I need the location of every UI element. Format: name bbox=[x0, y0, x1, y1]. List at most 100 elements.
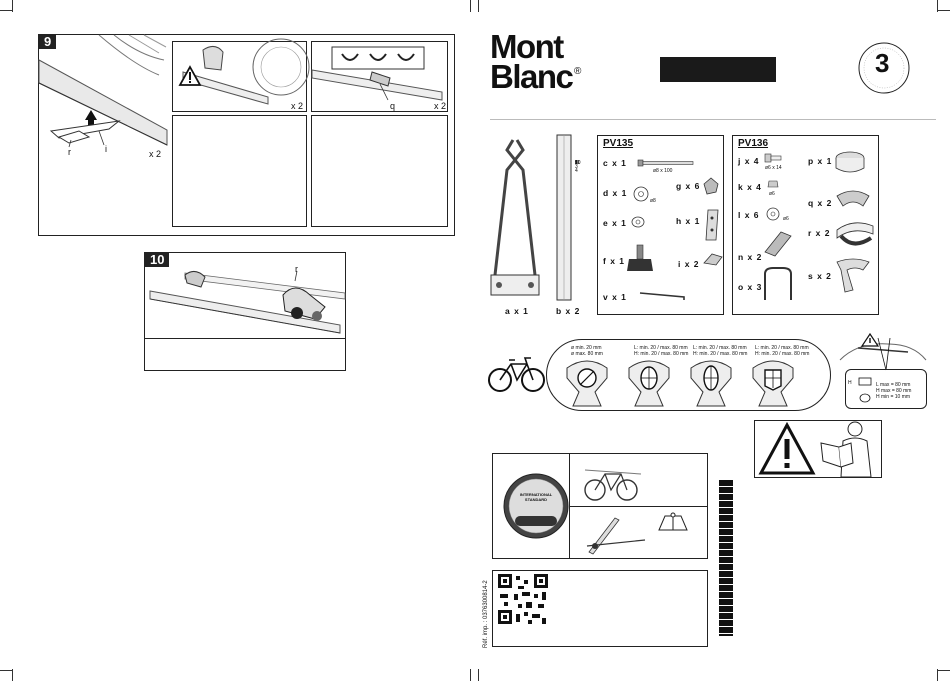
tick-2: 2 bbox=[575, 160, 578, 166]
part-b-drawing bbox=[556, 134, 572, 301]
screw-icon bbox=[764, 153, 782, 163]
crop-mark bbox=[938, 670, 950, 671]
tick-1: 1 bbox=[575, 160, 578, 166]
part-p-label: p x 1 bbox=[808, 156, 833, 166]
part-a-drawing bbox=[490, 139, 540, 296]
crop-mark bbox=[937, 0, 938, 12]
part-v-label: v x 1 bbox=[603, 292, 627, 302]
step-9-label-r: r bbox=[68, 147, 71, 157]
brand-line-2: Blanc bbox=[490, 58, 574, 95]
print-reference: Réf. imp. : 0376300814-2 bbox=[483, 580, 489, 648]
wedge-icon bbox=[703, 253, 723, 266]
clamp-jaw-icon bbox=[836, 190, 870, 207]
international-standard-badge bbox=[503, 473, 569, 539]
tick-7: 7 bbox=[575, 160, 578, 166]
brand-line-1: Mont bbox=[490, 28, 564, 65]
bicycle-icon bbox=[488, 357, 545, 392]
crop-mark bbox=[938, 10, 950, 11]
part-l-spec: ø6 bbox=[783, 216, 789, 222]
read-instructions-panel bbox=[754, 420, 882, 478]
standard-divider-h bbox=[569, 506, 707, 507]
standard-badge-line1: INTERNATIONAL bbox=[519, 492, 553, 497]
bolt-icon bbox=[637, 159, 694, 167]
strap-icon bbox=[836, 222, 874, 246]
subpanel-b-multiplier: x 2 bbox=[434, 101, 447, 111]
guarantee-number: 3 bbox=[875, 48, 890, 78]
step-9-subpanel-d bbox=[311, 115, 448, 227]
part-c-label: c x 1 bbox=[603, 158, 627, 168]
allen-key-icon bbox=[639, 292, 685, 300]
standard-panel: INTERNATIONAL STANDARD bbox=[492, 453, 708, 559]
frame-spec-3-line1: L: min. 20 / max. 80 mm bbox=[693, 345, 747, 351]
part-o-label: o x 3 bbox=[738, 282, 763, 292]
part-r-label: r x 2 bbox=[808, 228, 831, 238]
frame-spec-4-line2: H: min. 20 / max. 80 mm bbox=[755, 351, 810, 357]
roofbar-diagram bbox=[839, 332, 927, 371]
step-10-divider bbox=[145, 338, 345, 339]
tick-3: 3 bbox=[575, 164, 578, 170]
tick-5: 5 bbox=[575, 160, 578, 166]
frame-spec-2-line1: L: min. 20 / max. 80 mm bbox=[634, 345, 688, 351]
tick-9: 9 bbox=[575, 160, 578, 166]
qr-panel bbox=[492, 570, 708, 647]
header-rule bbox=[490, 119, 936, 120]
step-10-label-r: r bbox=[295, 264, 298, 274]
part-j-spec: ø6 x 14 bbox=[765, 165, 782, 171]
frame-spec-1-line2: ø max. 80 mm bbox=[571, 351, 603, 357]
step-10-panel: 10 r bbox=[144, 252, 346, 371]
crop-mark bbox=[478, 669, 479, 681]
pv136-box: PV136 j x 4 ø6 x 14 k x 4 ø6 l x 6 ø6 n … bbox=[732, 135, 879, 315]
clamp-detail-illustration bbox=[311, 46, 443, 101]
step-10-number: 10 bbox=[145, 253, 170, 267]
standard-badge-line2: STANDARD bbox=[524, 497, 548, 502]
language-tab-strip bbox=[719, 480, 733, 636]
clamp-tightening-illustration bbox=[182, 38, 310, 105]
part-a-label: a x 1 bbox=[505, 306, 529, 316]
part-s-label: s x 2 bbox=[808, 271, 832, 281]
standard-badge-text: INTERNATIONAL STANDARD bbox=[511, 492, 561, 502]
strap-holder-icon bbox=[764, 231, 792, 257]
part-f-label: f x 1 bbox=[603, 256, 626, 266]
cradle-icon bbox=[836, 258, 870, 293]
part-g-label: g x 6 bbox=[676, 181, 701, 191]
tick-4: 4 bbox=[575, 168, 578, 174]
step-9-label-i: i bbox=[105, 144, 107, 154]
part-e-label: e x 1 bbox=[603, 218, 627, 228]
crop-mark bbox=[0, 670, 12, 671]
frame-spec-3-line2: H: min. 20 / max. 80 mm bbox=[693, 351, 748, 357]
step-9-subpanel-a: x 2 bbox=[172, 38, 310, 112]
step-10-illustration bbox=[149, 270, 346, 334]
part-j-label: j x 4 bbox=[738, 156, 760, 166]
roofbar-spec-line3: H min = 10 mm bbox=[876, 394, 911, 400]
qr-code-icon bbox=[498, 574, 548, 624]
washer-icon bbox=[633, 186, 649, 202]
part-c-spec: ø8 x 100 bbox=[653, 168, 673, 174]
pv136-title: PV136 bbox=[738, 138, 769, 149]
carrier-rail-icon bbox=[586, 517, 646, 555]
roofbar-spec-line1: L max = 80 mm bbox=[876, 382, 911, 388]
tick-6: 6 bbox=[575, 160, 578, 166]
washer-icon bbox=[766, 207, 780, 221]
subpanel-a-multiplier: x 2 bbox=[291, 101, 304, 111]
subpanel-b-label-q: q bbox=[390, 101, 396, 111]
part-h-label: h x 1 bbox=[676, 216, 701, 226]
crop-mark bbox=[478, 0, 479, 12]
frame-clamp-diagrams bbox=[566, 360, 794, 407]
part-d-spec: ø8 bbox=[650, 198, 656, 204]
part-n-label: n x 2 bbox=[738, 252, 763, 262]
pv135-title: PV135 bbox=[603, 138, 634, 149]
roofbar-spec-box: H L max = 80 mm H max = 80 mm H min = 10… bbox=[845, 369, 927, 409]
part-q-label: q x 2 bbox=[808, 198, 833, 208]
step-9-main-illustration bbox=[38, 34, 168, 148]
step-9-subpanel-b: q x 2 bbox=[311, 41, 448, 112]
reader-figure-icon bbox=[820, 421, 872, 478]
part-i-label: i x 2 bbox=[678, 259, 700, 269]
crop-mark bbox=[937, 669, 938, 681]
crop-mark bbox=[12, 669, 13, 681]
crop-mark bbox=[12, 0, 13, 12]
step-9-number: 9 bbox=[39, 35, 57, 49]
warning-icon bbox=[758, 421, 816, 475]
roofbar-spec-line2: H max = 80 mm bbox=[876, 388, 912, 394]
